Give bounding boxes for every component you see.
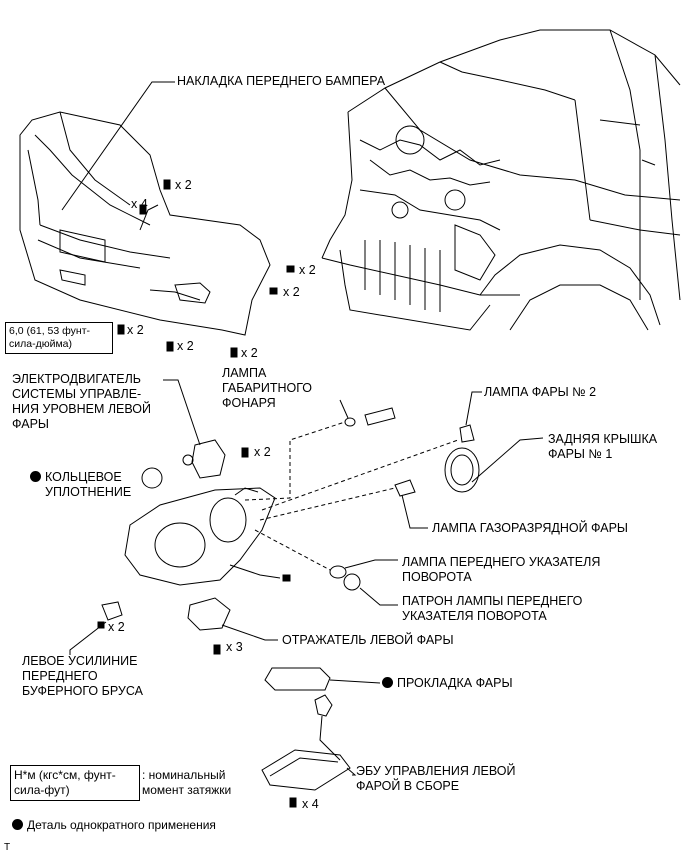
leveling-motor-line-3: НИЯ УРОВНЕМ ЛЕВОЙ xyxy=(12,402,151,416)
gasket-label: ПРОКЛАДКА ФАРЫ xyxy=(382,676,513,691)
footer-mark: T xyxy=(4,842,11,853)
headlamp-bulb-2-label: ЛАМПА ФАРЫ № 2 xyxy=(484,385,597,399)
bumper-cover-text: НАКЛАДКА ПЕРЕДНЕГО БАМПЕРА xyxy=(177,74,386,88)
reinforcement-line-2: ПЕРЕДНЕГО xyxy=(22,669,98,683)
headlamp-bulb-2-shape xyxy=(459,391,482,443)
legend-unit-desc-line-2: момент затяжки xyxy=(142,783,232,797)
reflector-label: ОТРАЖАТЕЛЬ ЛЕВОЙ ФАРЫ xyxy=(282,633,454,647)
bumper-cover-shape xyxy=(19,111,271,336)
rear-cover-label: ЗАДНЯЯ КРЫШКА ФАРЫ № 1 xyxy=(548,432,657,462)
reflector-shape xyxy=(187,597,278,641)
o-ring-line-1: КОЛЬЦЕВОЕ xyxy=(30,470,131,485)
turn-socket-line-1: ПАТРОН ЛАМПЫ ПЕРЕДНЕГО xyxy=(402,594,583,608)
reinforcement-shape xyxy=(69,601,123,655)
qty-headlamp-bolts: x 2 xyxy=(254,445,271,459)
clearance-lamp-label: ЛАМПА ГАБАРИТНОГО ФОНАРЯ xyxy=(222,366,312,411)
turn-socket-label: ПАТРОН ЛАМПЫ ПЕРЕДНЕГО УКАЗАТЕЛЯ ПОВОРОТ… xyxy=(402,594,582,624)
non-reusable-bullet-icon xyxy=(30,471,41,482)
clearance-lamp-line-2: ГАБАРИТНОГО xyxy=(222,381,313,395)
ecu-shape xyxy=(261,694,357,791)
headlamp-shape xyxy=(124,487,281,586)
o-ring-line-2: УПЛОТНЕНИЕ xyxy=(45,485,132,499)
leveling-motor-label: ЭЛЕКТРОДВИГАТЕЛЬ СИСТЕМЫ УПРАВЛЕ- НИЯ УР… xyxy=(12,372,151,432)
torque-spec-line-1: 6,0 (61, 53 фунт- xyxy=(9,325,90,337)
clearance-lamp-line-3: ФОНАРЯ xyxy=(222,396,276,410)
rear-cover-shape xyxy=(444,437,544,493)
qty-reinforcement-bolts: x 2 xyxy=(108,620,125,634)
ecu-line-1: ЭБУ УПРАВЛЕНИЯ ЛЕВОЙ xyxy=(356,764,516,778)
reinforcement-line-3: БУФЕРНОГО БРУСА xyxy=(22,684,143,698)
qty-bolts-bottom-1: x 2 xyxy=(177,339,194,353)
rear-cover-line-2: ФАРЫ № 1 xyxy=(548,447,613,461)
reinforcement-line-1: ЛЕВОЕ УСИЛИНИЕ xyxy=(22,654,138,668)
gasket-shape xyxy=(264,667,381,691)
ecu-label: ЭБУ УПРАВЛЕНИЯ ЛЕВОЙ ФАРОЙ В СБОРЕ xyxy=(356,764,516,794)
leveling-motor-shape xyxy=(163,379,226,479)
non-reusable-bullet-icon xyxy=(12,819,23,830)
leveling-motor-line-4: ФАРЫ xyxy=(12,417,49,431)
turn-bulb-label: ЛАМПА ПЕРЕДНЕГО УКАЗАТЕЛЯ ПОВОРОТА xyxy=(402,555,600,585)
qty-bolts-right-1: x 2 xyxy=(299,263,316,277)
legend-unit-line-1: Н*м (кгс*см, фунт- xyxy=(14,768,116,782)
discharge-bulb-label: ЛАМПА ГАЗОРАЗРЯДНОЙ ФАРЫ xyxy=(432,521,628,535)
legend-unit-desc: : номинальный момент затяжки xyxy=(142,768,231,798)
o-ring-label: КОЛЬЦЕВОЕ УПЛОТНЕНИЕ xyxy=(30,470,131,500)
ecu-line-2: ФАРОЙ В СБОРЕ xyxy=(356,779,460,793)
legend-unit-box: Н*м (кгс*см, фунт- сила-фут) xyxy=(10,765,140,801)
torque-spec-box: 6,0 (61, 53 фунт- сила-дюйма) xyxy=(5,322,113,354)
clearance-bulb-shape xyxy=(339,399,396,427)
bumper-cover-label: НАКЛАДКА ПЕРЕДНЕГО БАМПЕРА xyxy=(177,74,385,89)
vehicle-illustration xyxy=(321,29,681,331)
leveling-motor-line-2: СИСТЕМЫ УПРАВЛЕ- xyxy=(12,387,142,401)
turn-bulb-line-2: ПОВОРОТА xyxy=(402,570,472,584)
legend-unit-desc-line-1: : номинальный xyxy=(142,768,226,782)
qty-clips-top: x 4 xyxy=(131,197,148,211)
turn-bulb-line-1: ЛАМПА ПЕРЕДНЕГО УКАЗАТЕЛЯ xyxy=(402,555,601,569)
leveling-motor-line-1: ЭЛЕКТРОДВИГАТЕЛЬ xyxy=(12,372,141,386)
qty-ecu-bolts: x 4 xyxy=(302,797,319,811)
bolt-icons xyxy=(97,179,297,808)
qty-bolts-bottom-left: x 2 xyxy=(127,323,144,337)
torque-spec-line-2: сила-дюйма) xyxy=(9,338,72,350)
legend-unit-line-2: сила-фут) xyxy=(14,783,70,797)
turn-bulb-shape xyxy=(329,559,398,606)
discharge-bulb-shape xyxy=(394,479,428,529)
non-reusable-bullet-icon xyxy=(382,677,393,688)
qty-reflector-screws: x 3 xyxy=(226,640,243,654)
clearance-lamp-line-1: ЛАМПА xyxy=(222,366,267,380)
reinforcement-label: ЛЕВОЕ УСИЛИНИЕ ПЕРЕДНЕГО БУФЕРНОГО БРУСА xyxy=(22,654,143,699)
dashed-leaders xyxy=(244,421,459,571)
rear-cover-line-1: ЗАДНЯЯ КРЫШКА xyxy=(548,432,658,446)
legend-non-reusable: Деталь однократного применения xyxy=(12,818,216,833)
qty-bolts-top: x 2 xyxy=(175,178,192,192)
turn-socket-line-2: УКАЗАТЕЛЯ ПОВОРОТА xyxy=(402,609,547,623)
qty-bolts-right-2: x 2 xyxy=(283,285,300,299)
qty-bolts-bottom-2: x 2 xyxy=(241,346,258,360)
